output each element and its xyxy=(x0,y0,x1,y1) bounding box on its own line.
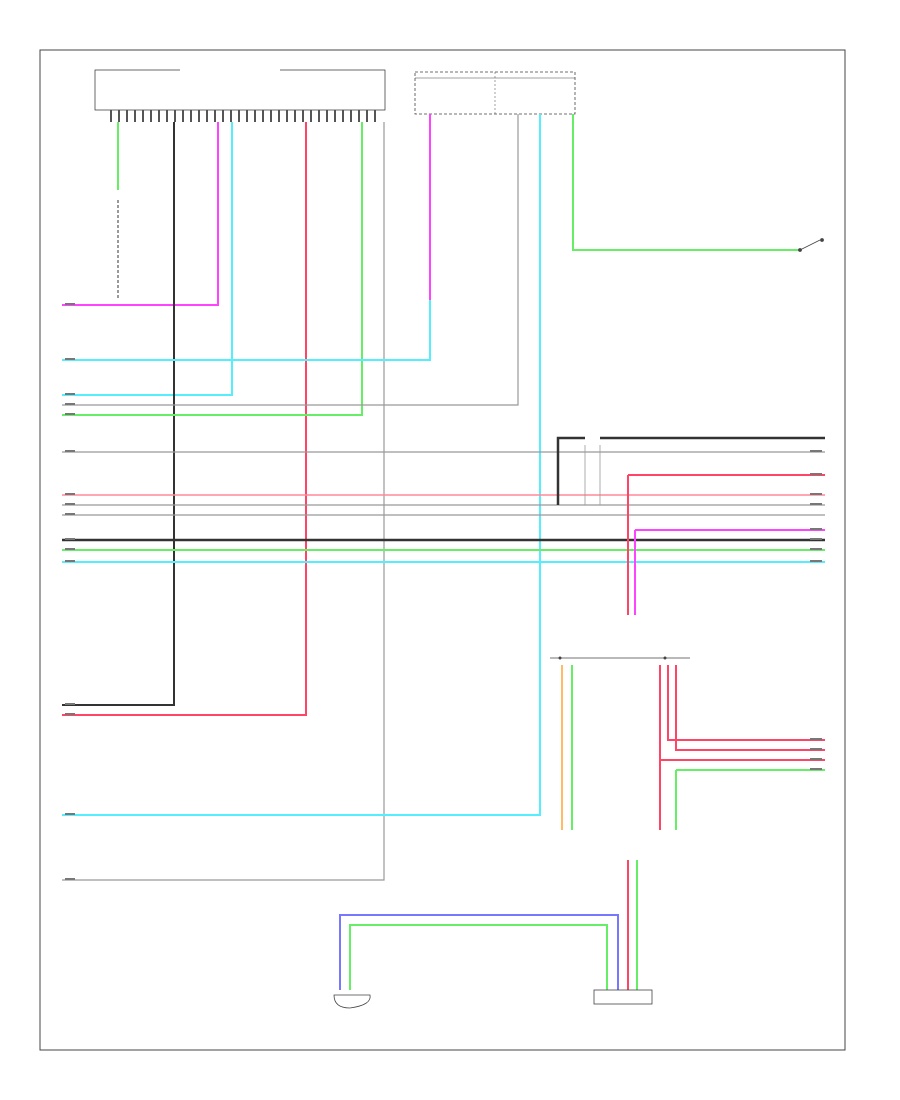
wire-pink-1 xyxy=(62,122,219,306)
wire-green-1 xyxy=(62,122,363,416)
lower-left-sensor xyxy=(333,994,371,1009)
wire-lightblue-relay xyxy=(62,114,541,816)
wire-green-bottom xyxy=(349,924,608,990)
wire-gray-1 xyxy=(62,122,385,881)
wire-red-lower-3 xyxy=(675,665,825,751)
wires xyxy=(62,114,825,990)
wire-pink-right xyxy=(634,529,825,615)
junction-right xyxy=(663,656,667,660)
wire-lightblue-1 xyxy=(62,122,233,396)
wire-gray-connector xyxy=(584,445,601,505)
wire-green-relay xyxy=(572,114,800,251)
wire-green-lower-2 xyxy=(675,769,825,830)
wire-red-right xyxy=(627,474,825,615)
module-main xyxy=(94,66,386,122)
wire-black-1 xyxy=(62,122,175,706)
relay-block xyxy=(414,71,576,115)
diagram-frame xyxy=(39,49,846,1051)
wire-black-upper xyxy=(556,436,825,505)
terminal-marks xyxy=(65,303,822,880)
lower-right-connector xyxy=(593,989,653,1005)
wire-gray-relay xyxy=(62,114,519,406)
wire-red-1 xyxy=(62,122,307,716)
junction-left xyxy=(558,656,562,660)
wire-red-lower-2 xyxy=(667,665,825,741)
wire-violet-bottom xyxy=(339,914,619,990)
wire-pink-relay-end xyxy=(62,300,431,361)
front-wiper-motor-switch xyxy=(798,238,824,252)
